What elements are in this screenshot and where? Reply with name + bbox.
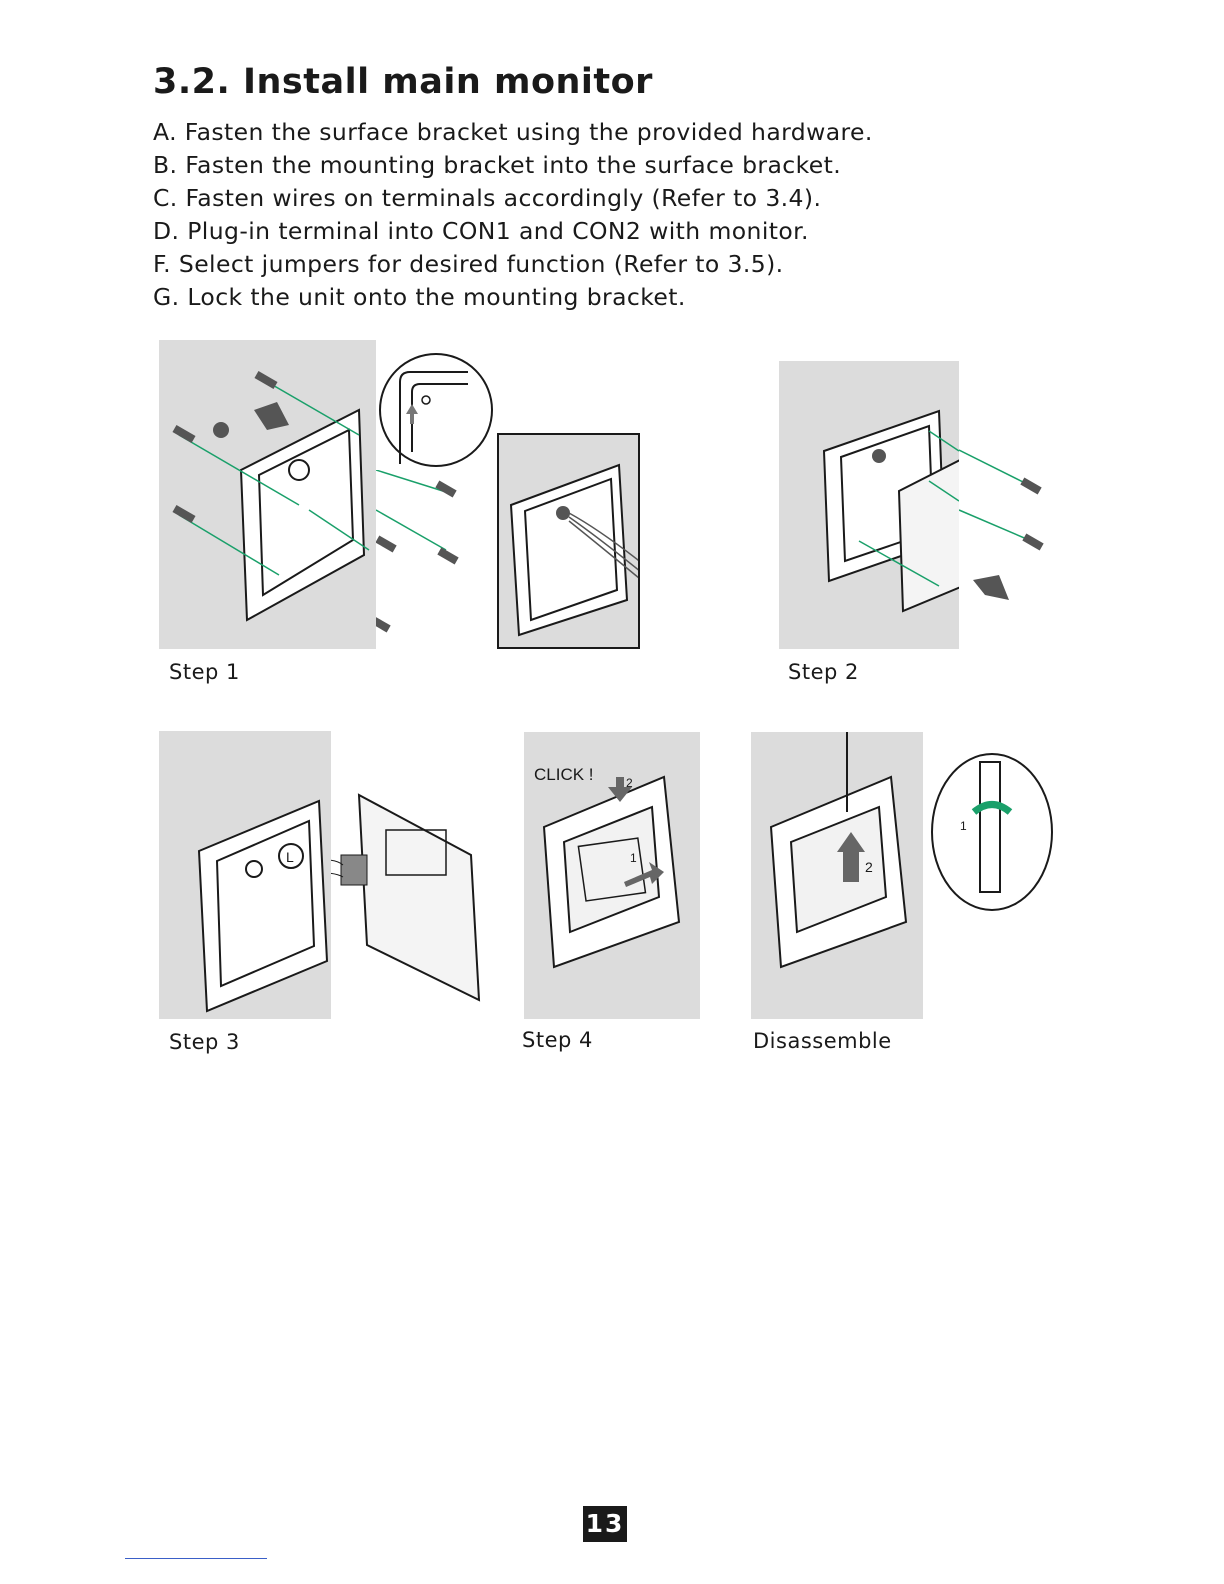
disassemble-label-2: 2: [865, 859, 873, 875]
step2-illustration: [779, 361, 959, 649]
step3-caption: Step 3: [169, 1030, 240, 1054]
footer-rule: [125, 1558, 267, 1559]
step4-illustration: CLICK ! 2 1: [524, 732, 700, 1019]
step1-detail-figure: [497, 433, 640, 649]
disassemble-illustration: 2: [751, 732, 923, 1019]
instruction-item: C. Fasten wires on terminals accordingly…: [153, 182, 873, 215]
step2-caption: Step 2: [788, 660, 859, 684]
disassemble-label-1: 1: [960, 819, 967, 833]
instruction-item: B. Fasten the mounting bracket into the …: [153, 149, 873, 182]
step1-screw-group: [376, 470, 476, 650]
step3-monitor-back: [331, 785, 481, 1020]
screwdriver-detail-callout: 1: [930, 752, 1054, 912]
instruction-item: D. Plug-in terminal into CON1 and CON2 w…: [153, 215, 873, 248]
step1-caption: Step 1: [169, 660, 240, 684]
step4-label-2: 2: [626, 776, 633, 790]
disassemble-caption: Disassemble: [753, 1029, 892, 1053]
instruction-item: G. Lock the unit onto the mounting brack…: [153, 281, 873, 314]
step3-illustration: L: [159, 731, 331, 1019]
page-number: 13: [583, 1506, 627, 1542]
step2-screw-group: [959, 430, 1059, 620]
instruction-item: A. Fasten the surface bracket using the …: [153, 116, 873, 149]
detail-zoom-callout: [378, 352, 494, 468]
click-label: CLICK !: [534, 765, 594, 784]
step3-marker-label: L: [286, 849, 294, 865]
instruction-item: F. Select jumpers for desired function (…: [153, 248, 873, 281]
step4-label-1: 1: [630, 851, 637, 865]
step1-illustration: [159, 340, 376, 649]
step4-caption: Step 4: [522, 1028, 593, 1052]
section-title: 3.2. Install main monitor: [153, 62, 653, 102]
instruction-list: A. Fasten the surface bracket using the …: [153, 116, 873, 314]
